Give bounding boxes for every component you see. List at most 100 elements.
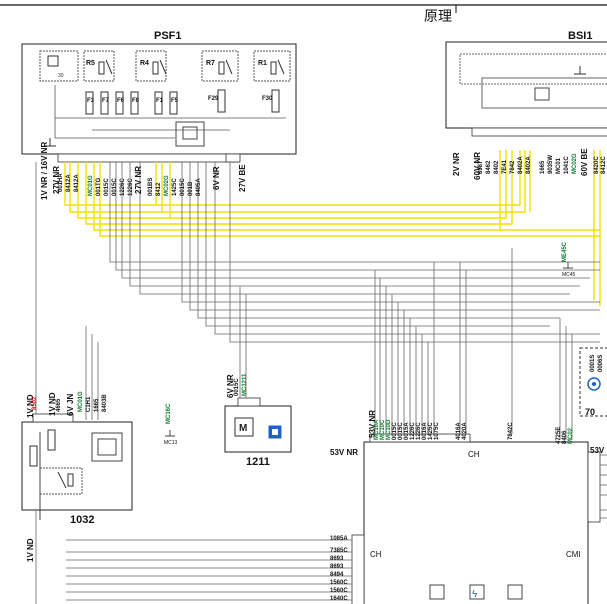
wire-code: 1425C (172, 178, 178, 196)
connector-label: 53V NR (330, 448, 359, 457)
wire-code: 8412 (156, 182, 162, 196)
wire-code: 001HA (58, 173, 64, 192)
fuse-label: R1 (258, 60, 267, 67)
wires-yellow (64, 150, 601, 306)
fuse-label: F7 (102, 98, 110, 104)
wire-code: 8412A (66, 174, 72, 192)
wire-code: 7385C (330, 548, 348, 554)
fuse-label: F8 (132, 98, 140, 104)
ground-symbols (165, 262, 573, 437)
wire-code: 0015C (234, 378, 240, 396)
wire-code: 1665 (540, 160, 546, 174)
bsi1-label: BSI1 (568, 30, 593, 42)
wire-code: 1085A (330, 536, 348, 542)
wire-code: 1075C (434, 422, 440, 440)
module-1032 (21, 413, 133, 520)
wire-code: MC02G (164, 175, 170, 196)
wire-code: 4020A (462, 422, 468, 440)
fuse-label: F29 (208, 96, 219, 102)
wire-code: 001B (188, 181, 194, 196)
wire-code: 1041C (564, 156, 570, 174)
fuse-label: F5 (171, 98, 179, 104)
module-1032-label: 1032 (70, 514, 95, 526)
fuse-label: R4 (140, 60, 149, 67)
module-psf1: 30 (21, 43, 297, 163)
connector-label: 27V BE (238, 164, 247, 192)
wire-code: MC45 (562, 272, 576, 278)
wire-code: 8693 (330, 564, 344, 570)
wire-code: 9035W (548, 154, 554, 174)
module-70-label: 70 (585, 407, 596, 417)
wire-code: 1226C (120, 178, 126, 196)
wire-code: 8403B (102, 394, 108, 412)
ch-title: CH (468, 450, 480, 459)
wire-code: 8693 (330, 556, 344, 562)
wire-code: 8402A (526, 156, 532, 174)
connector-label: 60V BE (580, 148, 589, 176)
module-70 (579, 347, 607, 417)
fuse-label: F1 (156, 98, 164, 104)
connector-label: 6V NR (212, 166, 221, 190)
fuse-label: F6 (117, 98, 125, 104)
wire-code: 8502 (32, 396, 38, 410)
wire-code: 0015C (112, 178, 118, 196)
wire-code: ME45C (562, 241, 568, 262)
connector-label: 6V JN (66, 393, 75, 416)
wire-code: MC16C (166, 403, 172, 424)
wire-code: 8987 (478, 160, 484, 174)
wire-code: 0015C (180, 178, 186, 196)
module-bsi1 (445, 41, 607, 137)
wire-code: 7842 (510, 160, 516, 174)
wire-code: 7E41 (502, 159, 508, 174)
wire-code: C1H1 (86, 396, 92, 412)
wire-code: 1560C (330, 588, 348, 594)
wire-code: 8412C (601, 156, 607, 174)
wire-code: 0015C (104, 178, 110, 196)
wires-gray (35, 162, 607, 604)
wire-code: 8412A (74, 174, 80, 192)
wire-code: 8402 (494, 160, 500, 174)
wire-code: 8405A (196, 178, 202, 196)
fuse-label: F30 (262, 96, 273, 102)
wire-code: MC01G (78, 391, 84, 412)
module-1211: M (224, 397, 292, 453)
wire-code: MC01G (88, 175, 94, 196)
wire-code: 1640C (330, 596, 348, 602)
fuse-label: R7 (206, 60, 215, 67)
wire-code: 0001S (590, 354, 596, 372)
wire-code: MC1211 (242, 373, 248, 396)
module-1211-label: 1211 (246, 456, 270, 468)
wire-code: 8402A (518, 156, 524, 174)
svg-text:30: 30 (58, 73, 64, 79)
wire-code: 001BS (148, 177, 154, 196)
wire-code: 1560C (330, 580, 348, 586)
svg-text:M: M (239, 423, 247, 434)
page-title: 原理 (424, 9, 452, 25)
wire-code: 0006S (598, 354, 604, 372)
ch-left-label: CH (370, 550, 382, 559)
connector-label: 53V (590, 446, 605, 455)
wire-code: MC01 (556, 157, 562, 174)
wire-code: 8494 (330, 572, 344, 578)
wire-code: 1665 (94, 398, 100, 412)
wire-code: 1226C (128, 178, 134, 196)
svg-text:ϟ: ϟ (472, 589, 478, 600)
fuse-label: F3 (87, 98, 95, 104)
psf1-label: PSF1 (154, 30, 182, 42)
fuse-label: R5 (86, 60, 95, 67)
wire-code: 001TG (96, 177, 102, 196)
wire-code: 8462 (486, 160, 492, 174)
wire-code: MC02 (568, 427, 574, 444)
wire-code: 4665 (56, 398, 62, 412)
ch-right-label: CMI (566, 550, 581, 559)
wire-code: 8420C (594, 156, 600, 174)
wire-code: MC13 (164, 440, 178, 446)
connector-label: 1V ND (26, 538, 35, 562)
connector-label: 27V NR (134, 165, 143, 194)
connector-label: 1V NR / 16V NR (40, 141, 49, 200)
module-ch: ϟ (351, 433, 601, 604)
connector-label: 2V NR (452, 152, 461, 176)
wire-code: 7842C (508, 422, 514, 440)
wire-code: MC02G (572, 153, 578, 174)
